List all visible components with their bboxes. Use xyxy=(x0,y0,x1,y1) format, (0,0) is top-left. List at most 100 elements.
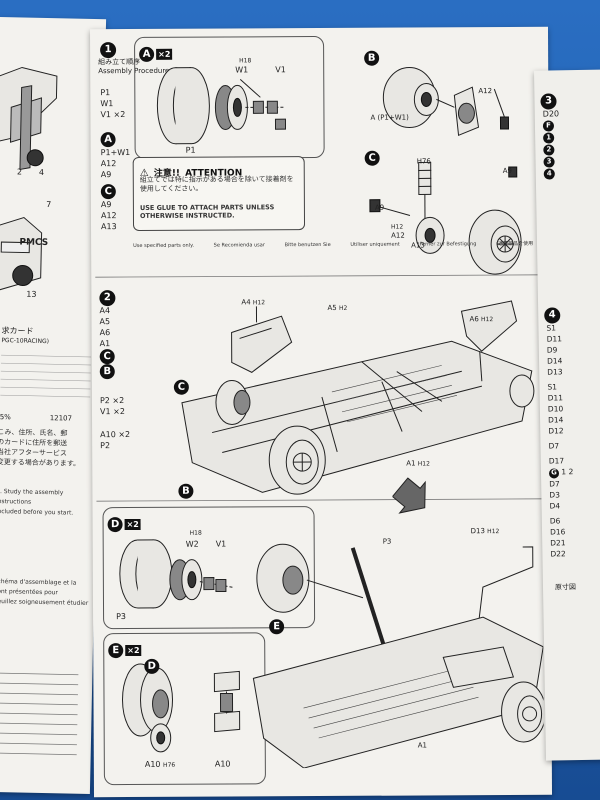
footnote: Se Recomienda usar xyxy=(213,242,265,249)
label-a10: A10 H76 xyxy=(145,760,175,769)
label-d13: D13 H12 xyxy=(471,527,500,535)
list-item: D11 xyxy=(547,393,564,403)
section-divider xyxy=(95,274,546,278)
label-h18: H18 xyxy=(189,529,202,537)
sub-c-header: C xyxy=(364,146,380,166)
car-illustration xyxy=(0,66,58,293)
label-text: D13 xyxy=(470,527,485,536)
list-item: 2 xyxy=(568,467,574,477)
list-item: D3 xyxy=(549,489,561,500)
label-a10-b: A10 xyxy=(214,759,231,769)
chassis-rear-drawing xyxy=(252,543,544,769)
label-h12: H12 xyxy=(391,223,404,231)
step-4-header: 4 xyxy=(544,302,561,324)
circle-letter-e: E xyxy=(269,619,285,635)
circle-number: 1 xyxy=(543,132,555,144)
list-item: A9 xyxy=(100,200,112,210)
footnote: Utiliser uniquement xyxy=(350,241,400,248)
label-a9-c: A9 xyxy=(374,203,385,212)
list-item: D22 xyxy=(550,548,566,559)
scale-note: 原寸図 xyxy=(554,583,577,592)
list-item: D17 xyxy=(548,456,565,466)
circle-letter-c: C xyxy=(99,349,115,365)
list-item: P1+W1 xyxy=(100,147,131,158)
callout-b: B xyxy=(178,479,194,499)
label-a9: A9 xyxy=(502,166,513,176)
list-item: S1 xyxy=(546,323,557,333)
label-w2: W2 xyxy=(185,539,199,549)
list-item: D9 xyxy=(546,345,558,355)
callout-c: C xyxy=(173,375,189,395)
card-subtitle: PGC-10RACING) xyxy=(1,337,50,346)
footnote: Ferner zur Befestigung xyxy=(419,241,477,248)
step-2-header: 2 xyxy=(99,285,116,306)
right-page: 3 D20 F 1 2 3 4 4 S1 D11 D9 D14 D13 S1 D… xyxy=(533,69,600,761)
suspension-bc-drawing xyxy=(369,67,522,275)
h-label: H76 xyxy=(163,761,176,769)
sub-assembly-d: D×2 H18 W2 V1 P3 xyxy=(102,506,316,630)
list-item: D16 xyxy=(549,526,566,537)
jp-notes: こみ、住所、氏名、郵 のカードに住所を郵送 当社アフターサービス 変更する場合が… xyxy=(0,427,81,469)
callout-13: 13 xyxy=(26,289,37,299)
circle-letter-g: G xyxy=(548,467,560,479)
note-line: included before you start. xyxy=(0,508,74,517)
wheel-a-drawing xyxy=(156,67,287,145)
attention-jp-text: 組立てでは特に指示がある場合を除いて接着剤を使用してください。 xyxy=(139,175,294,193)
callout-7: 7 xyxy=(46,200,52,210)
step-1-parts-list: P1 W1 V1 ×2 A P1+W1 A12 A9 C A9 A12 A13 xyxy=(100,87,130,232)
decal-text: PMCS xyxy=(19,237,49,249)
code-text: 12107 xyxy=(49,414,73,423)
list-item: W1 xyxy=(100,99,114,109)
label-text: A5 xyxy=(327,303,337,312)
label-h18: H18 xyxy=(239,57,252,65)
list-item: D14 xyxy=(548,415,564,425)
label-a12-c: A12 xyxy=(391,231,405,240)
list-item: D6 xyxy=(549,515,561,526)
circle-letter-a: A xyxy=(100,132,116,148)
list-item: D13 xyxy=(547,367,563,377)
list-item: A12 xyxy=(100,211,117,221)
note-line: Veuillez soigneusement étudier xyxy=(0,597,89,607)
list-item: D4 xyxy=(549,500,561,511)
list-item: A10 xyxy=(100,430,116,440)
list-item: P1 xyxy=(100,88,111,98)
attention-en-text: USE GLUE TO ATTACH PARTS UNLESS OTHERWIS… xyxy=(139,203,275,221)
label-a6: A6 H12 xyxy=(469,315,493,323)
list-item: D11 xyxy=(546,334,563,344)
label-p1: P1 xyxy=(185,145,196,155)
footnote: (適要部品を使用 xyxy=(496,240,534,248)
h-label: H12 xyxy=(480,316,494,324)
jp-text-lines xyxy=(0,672,79,756)
list-item: A12 xyxy=(100,159,117,169)
step-number: 1 xyxy=(100,41,117,58)
step-3-parts-list: D20 F 1 2 3 4 xyxy=(542,108,561,180)
sub-assembly-a: A×2 W1 H18 V1 P1 xyxy=(134,35,325,159)
h-label: H12 xyxy=(252,299,266,307)
callout-2: 2 xyxy=(16,167,23,177)
left-page: 2 4 7 13 PMCS 求カード PGC-10RACING) 5% 1210… xyxy=(0,16,107,795)
label-a1-bottom: A1 xyxy=(417,741,428,750)
list-item: S1 xyxy=(547,382,558,392)
list-item: A13 xyxy=(101,222,117,232)
list-item: D21 xyxy=(550,537,566,548)
multilingual-notes: 1. Study the assembly instructions inclu… xyxy=(0,487,91,609)
circle-letter-f: F xyxy=(542,120,555,132)
list-item: V1 xyxy=(99,407,111,417)
label-a5: A5 H2 xyxy=(327,304,347,312)
list-item: D12 xyxy=(548,426,564,436)
list-item: D7 xyxy=(549,478,560,489)
instruction-page: 1 組み立て順序 Assembly Procedure P1 W1 V1 ×2 … xyxy=(89,26,553,798)
label-v1: V1 xyxy=(215,539,227,549)
circle-number: 3 xyxy=(543,156,555,168)
arrow-down-right-icon xyxy=(392,477,426,514)
list-item: V1 xyxy=(100,110,112,120)
list-item: ×2 xyxy=(113,110,126,120)
circle-number: 2 xyxy=(543,144,555,156)
card-title: 求カード xyxy=(1,326,34,336)
step-4-parts-list: S1 D11 D9 D14 D13 S1 D11 D10 D14 D12 D7 … xyxy=(546,322,574,559)
circle-letter-b: B xyxy=(178,483,194,499)
label-p3-bottom: P3 xyxy=(382,537,392,546)
list-item: D7 xyxy=(548,441,560,451)
circle-letter-b: B xyxy=(99,364,115,380)
label-v1: V1 xyxy=(275,65,286,75)
